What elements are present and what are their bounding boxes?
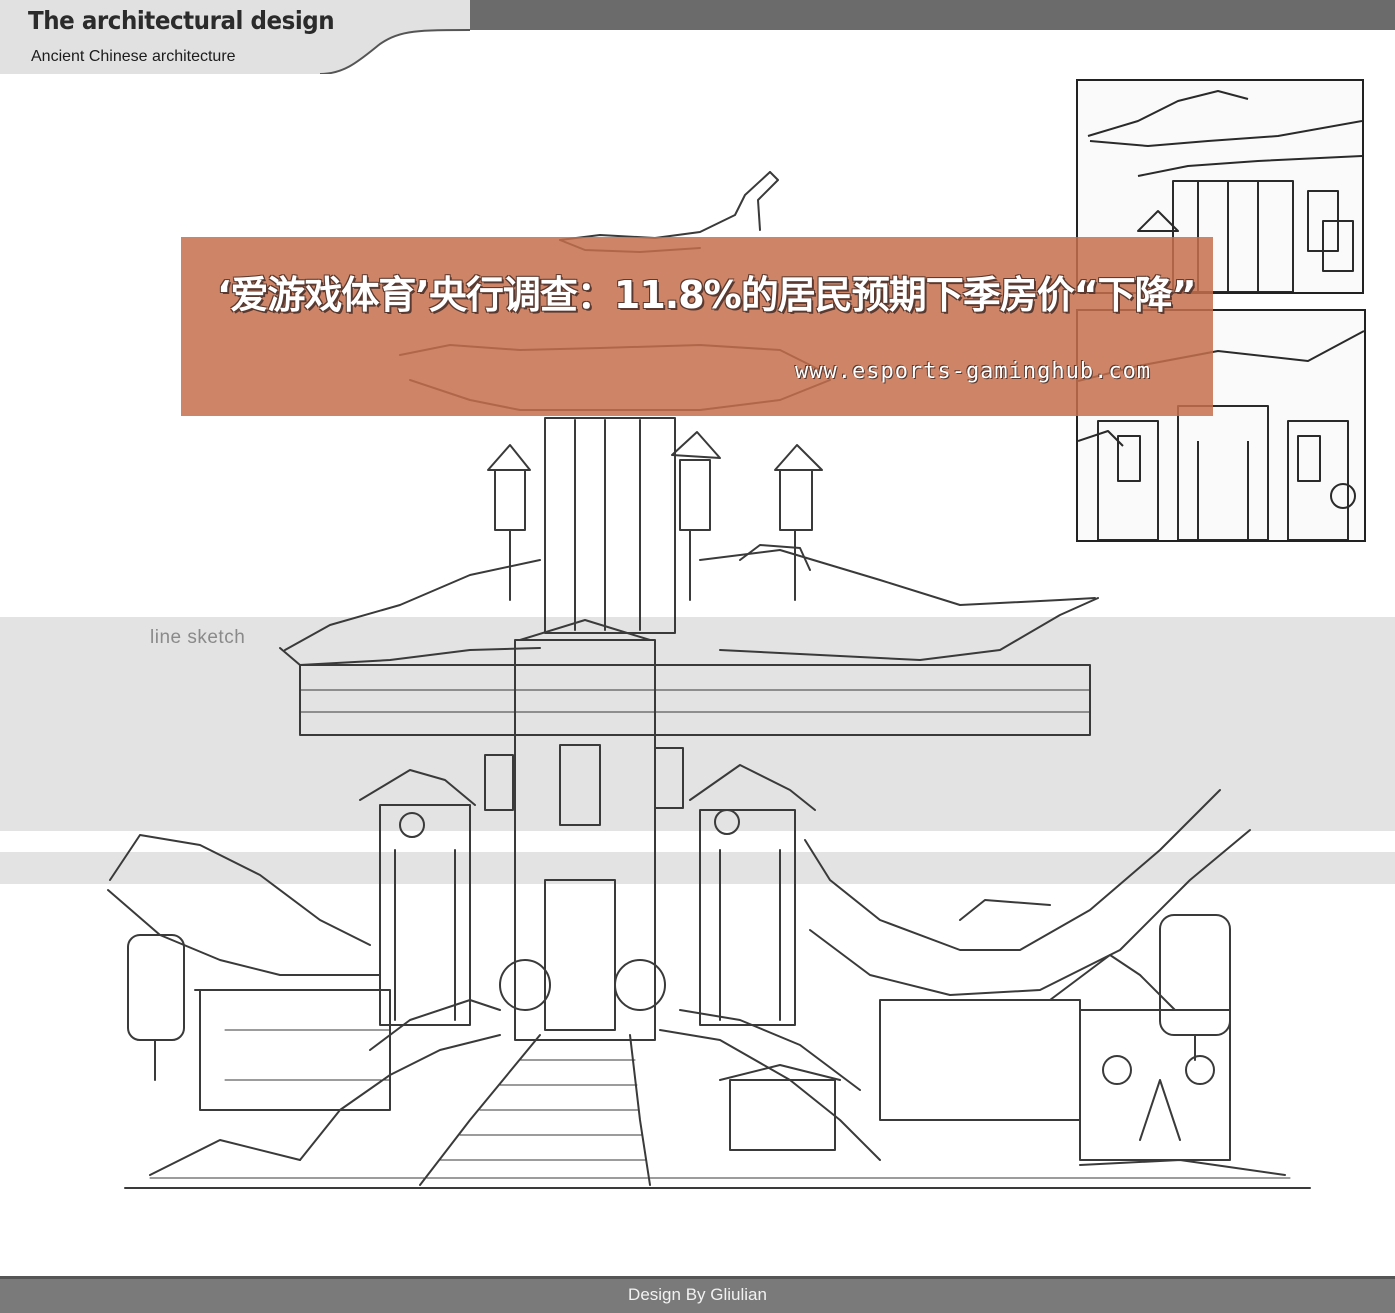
news-overlay-banner[interactable]: ‘爱游戏体育’央行调查：11.8%的居民预期下季房价“下降” www.espor…: [181, 237, 1213, 416]
page-title: The architectural design: [28, 6, 335, 35]
footer-credit: Design By Gliulian: [628, 1285, 767, 1304]
overlay-headline[interactable]: ‘爱游戏体育’央行调查：11.8%的居民预期下季房价“下降”: [217, 273, 1197, 317]
footer-divider: [0, 1276, 1395, 1279]
footer-bar: [0, 1276, 1395, 1313]
header-tab: [0, 0, 470, 74]
section-label: line sketch: [150, 627, 246, 648]
overlay-url-link[interactable]: www.esports-gaminghub.com: [795, 359, 1152, 384]
page-subtitle: Ancient Chinese architecture: [31, 48, 236, 65]
background-band-lower: [0, 852, 1395, 884]
